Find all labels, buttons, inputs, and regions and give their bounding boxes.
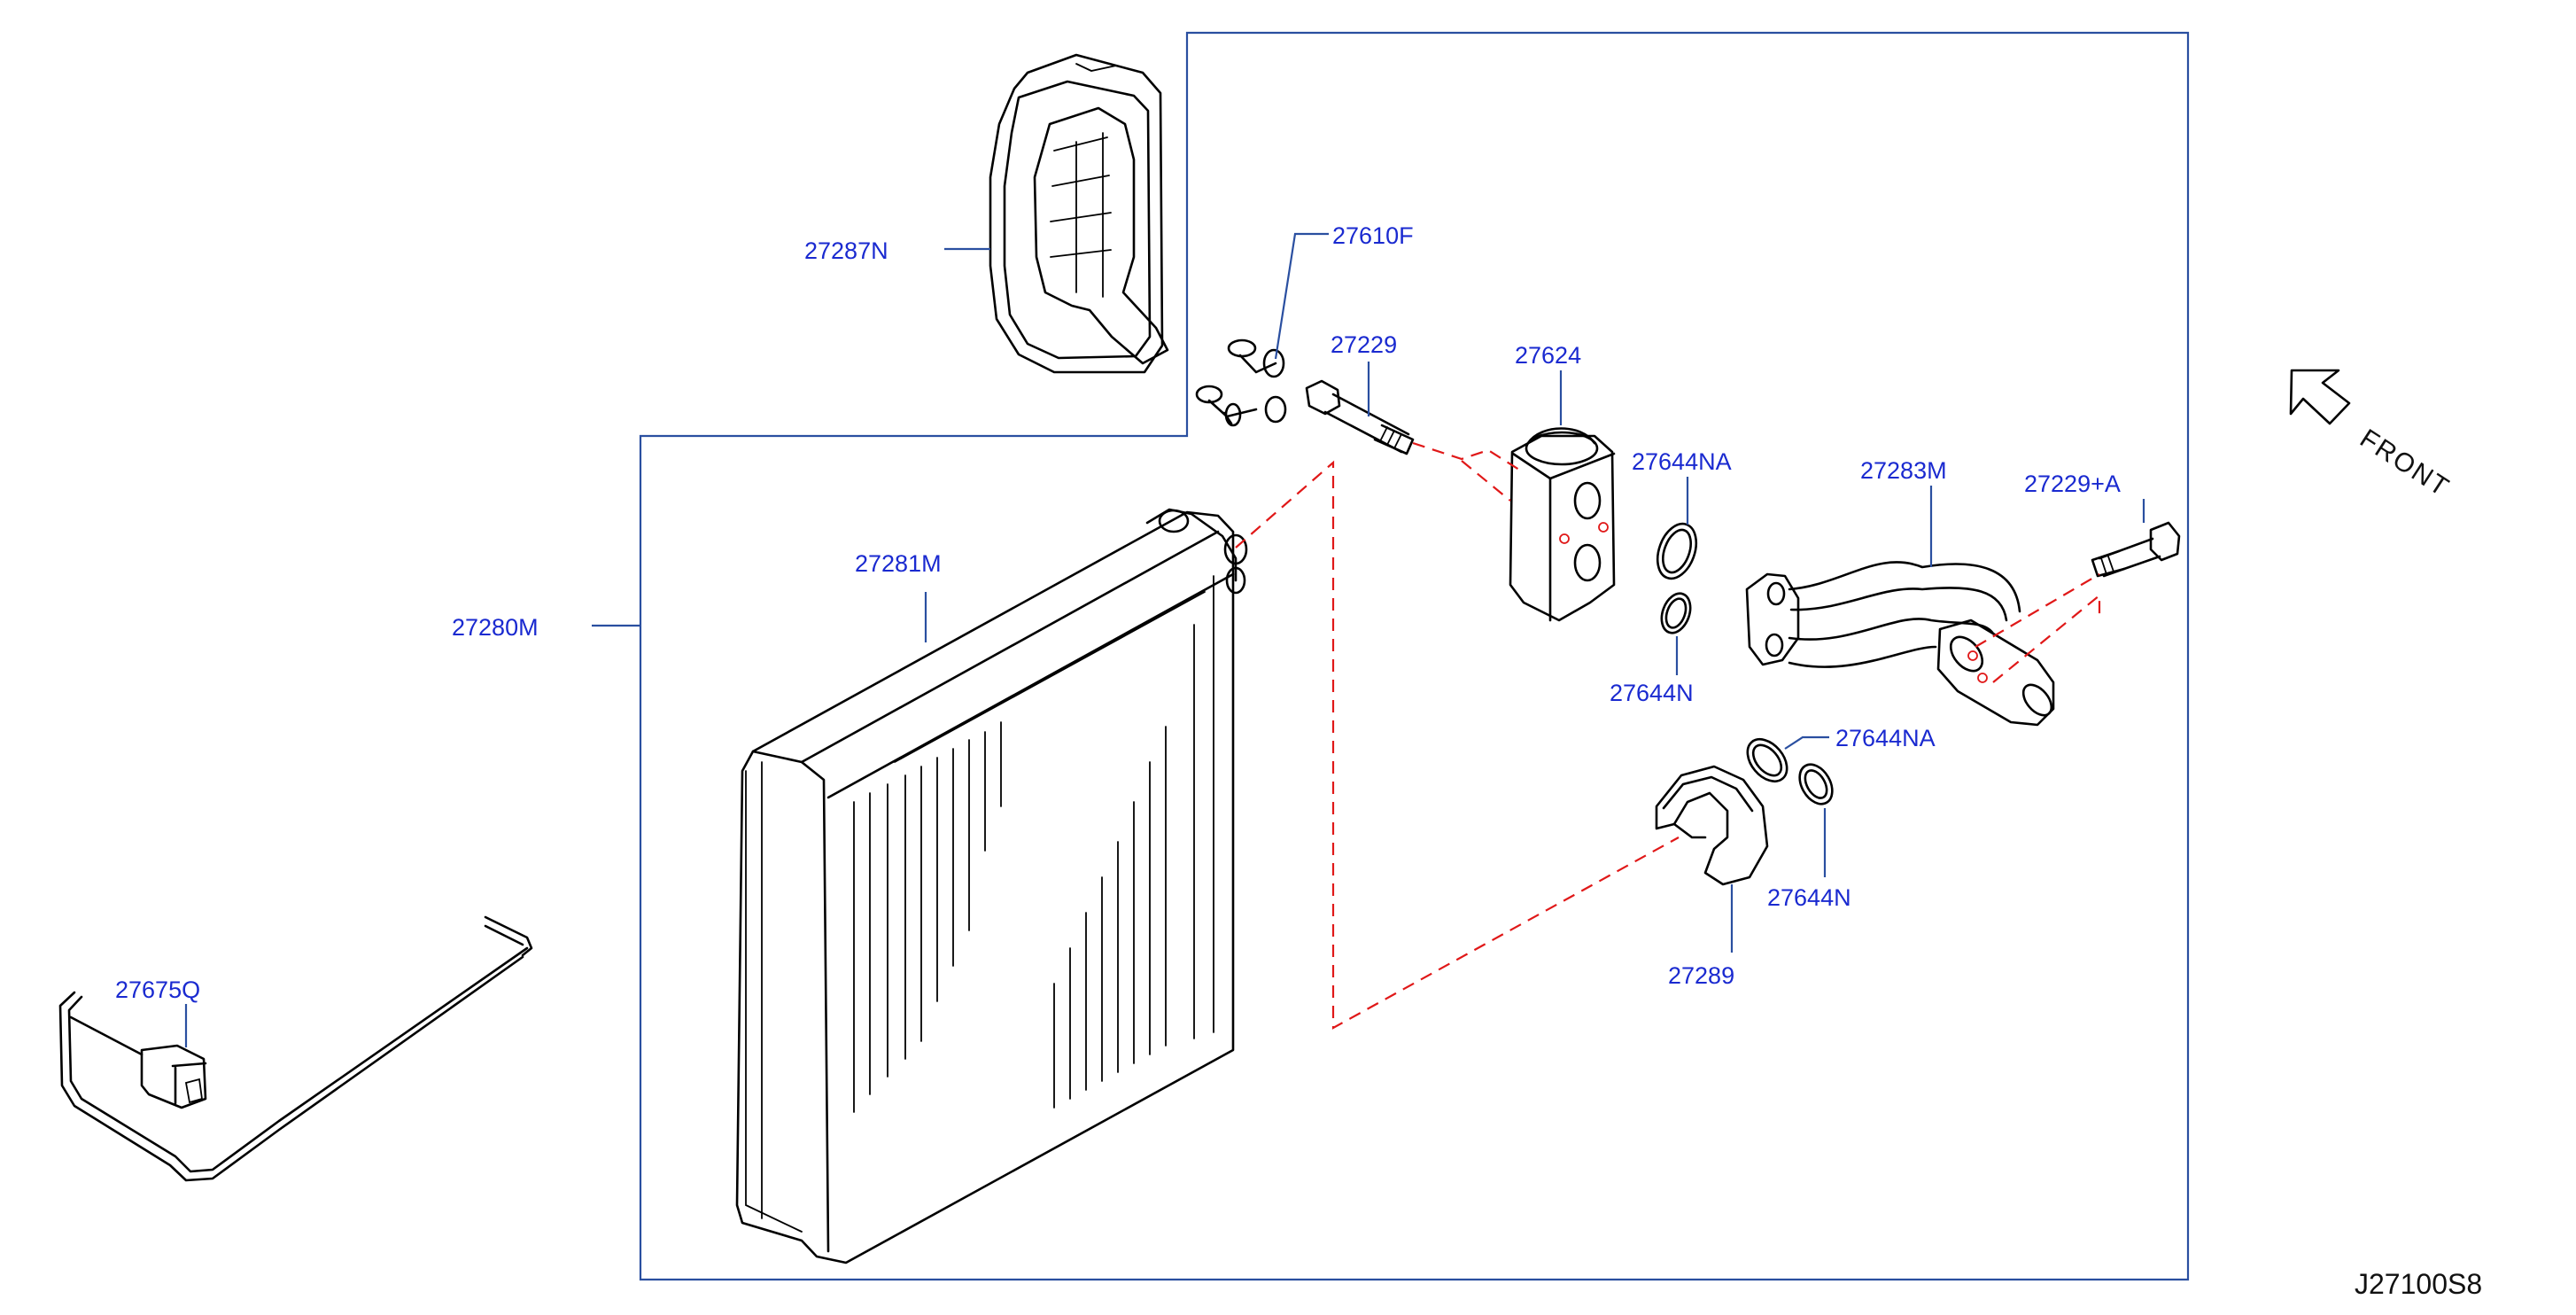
label-27287N[interactable]: 27287N <box>804 237 888 264</box>
label-27610F[interactable]: 27610F <box>1332 222 1414 249</box>
pipe-clamp-part[interactable] <box>1655 765 1769 886</box>
evaporator-core-part[interactable] <box>735 508 1248 1264</box>
assembly-line-bolt <box>1412 441 1520 502</box>
label-27644NA-bottom[interactable]: 27644NA <box>1835 725 1936 751</box>
label-27289[interactable]: 27289 <box>1668 962 1734 989</box>
assembly-line-core <box>1235 460 1680 1030</box>
front-label: FRONT <box>2355 424 2455 502</box>
clip-part[interactable] <box>1195 338 1287 427</box>
label-27229A[interactable]: 27229+A <box>2024 471 2121 497</box>
bolt-a-part[interactable] <box>2091 521 2181 578</box>
o-ring-27644NA-bottom[interactable] <box>1740 732 1795 790</box>
leader-27644NA-bottom <box>1784 735 1829 750</box>
o-ring-27644NA-top[interactable] <box>1650 518 1703 584</box>
label-27280M[interactable]: 27280M <box>452 614 539 641</box>
assembly-line-pipe <box>1975 573 2101 683</box>
front-arrow-icon <box>2289 369 2351 425</box>
label-27644N-bottom[interactable]: 27644N <box>1767 884 1851 911</box>
o-ring-27644N-top[interactable] <box>1657 589 1695 636</box>
label-27229[interactable]: 27229 <box>1331 331 1397 358</box>
label-27624[interactable]: 27624 <box>1515 342 1581 369</box>
bolt-part[interactable] <box>1305 379 1415 455</box>
label-27644N-top[interactable]: 27644N <box>1610 680 1694 706</box>
leader-27610F <box>1274 232 1329 360</box>
label-27644NA-top[interactable]: 27644NA <box>1632 448 1732 475</box>
case-cover-part[interactable] <box>989 53 1169 374</box>
label-27283M[interactable]: 27283M <box>1860 457 1947 484</box>
reference-code: J27100S8 <box>2355 1268 2482 1300</box>
expansion-valve-part[interactable] <box>1509 427 1616 622</box>
label-27675Q[interactable]: 27675Q <box>115 977 200 1003</box>
o-ring-27644N-bottom[interactable] <box>1793 759 1839 810</box>
label-27281M[interactable]: 27281M <box>855 550 942 577</box>
assembly-frame <box>639 31 2190 1281</box>
evaporator-pipe-part[interactable] <box>1745 561 2057 727</box>
thermo-sensor-part[interactable] <box>58 915 533 1182</box>
